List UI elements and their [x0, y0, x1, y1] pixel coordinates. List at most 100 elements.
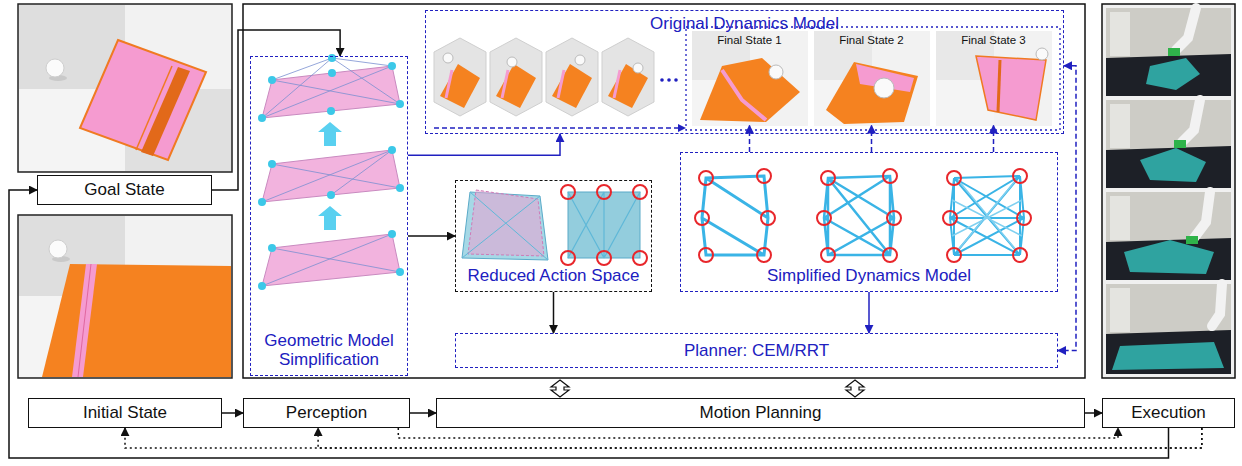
art-circle — [883, 169, 897, 183]
art-path — [1212, 284, 1222, 326]
node-label: Geometric Model Simplification — [256, 331, 402, 370]
art-circle — [633, 63, 643, 73]
art-line — [998, 60, 1000, 112]
node-label: Goal State — [84, 180, 164, 200]
art-circle — [258, 198, 266, 206]
art-rect — [1106, 192, 1231, 280]
art-polygon — [80, 40, 206, 160]
art-line — [446, 70, 452, 98]
art-circle — [699, 248, 713, 262]
connector — [1058, 66, 1076, 351]
art-polygon — [1146, 58, 1200, 90]
art-circle — [874, 78, 894, 98]
art-path — [262, 150, 400, 202]
art-path — [702, 176, 768, 255]
art-polygon — [434, 38, 486, 116]
art-circle — [49, 240, 67, 258]
connector — [871, 126, 873, 153]
art-circle — [328, 69, 336, 77]
art-polygon — [42, 264, 231, 377]
art-polygon — [552, 64, 592, 108]
art-rect — [1110, 196, 1130, 240]
art-path — [262, 58, 400, 118]
art-rect — [1106, 8, 1231, 96]
art-circle — [660, 78, 664, 82]
art-circle — [943, 211, 957, 225]
mesh-layers — [258, 54, 404, 290]
art-circle — [674, 78, 678, 82]
art-g — [561, 185, 647, 265]
art-rect — [1102, 4, 1235, 378]
art-path — [262, 234, 400, 286]
state-box: Initial State — [28, 398, 222, 428]
art-circle — [1036, 48, 1048, 60]
art-polygon — [700, 58, 800, 122]
art-rect — [1186, 236, 1198, 244]
art-rect — [686, 27, 1060, 130]
art-rect — [1110, 288, 1130, 332]
node-label: Motion Planning — [700, 403, 822, 423]
art-circle — [695, 211, 709, 225]
art-rect — [692, 31, 808, 126]
art-polygon — [1106, 146, 1231, 188]
connector — [408, 134, 560, 155]
node-label: Reduced Action Space — [467, 266, 639, 286]
art-g — [258, 54, 404, 290]
art-polygon — [1106, 238, 1231, 280]
art-circle — [821, 248, 835, 262]
art-circle — [757, 248, 771, 262]
art-circle — [597, 251, 611, 265]
art-circle — [575, 55, 585, 65]
art-rect — [18, 215, 232, 378]
art-circle — [268, 160, 276, 168]
art-circle — [561, 185, 575, 199]
action-space-figure — [462, 185, 647, 265]
art-circle — [769, 65, 783, 79]
art-circle — [667, 78, 671, 82]
art-polygon — [490, 38, 542, 116]
process-box: Execution — [1102, 398, 1235, 428]
art-rect — [1168, 48, 1180, 56]
art-polygon — [318, 206, 342, 230]
node-label: Initial State — [83, 403, 167, 423]
art-rect — [814, 31, 930, 126]
art-circle — [507, 57, 517, 67]
art-circle — [817, 211, 831, 225]
main-panel — [243, 4, 1085, 378]
art-circle — [388, 230, 396, 238]
simplification-panel: Geometric Model Simplification — [250, 56, 408, 376]
execution-photos — [1102, 4, 1235, 378]
art-circle — [821, 171, 835, 185]
art-circle — [1017, 211, 1031, 225]
art-circle — [388, 62, 396, 70]
final-state-tile: Final State 1 — [692, 31, 808, 126]
connector — [993, 126, 995, 153]
art-polygon — [826, 62, 918, 124]
art-line — [78, 264, 91, 377]
node-label: Perception — [286, 403, 367, 423]
art-path — [1176, 8, 1196, 50]
art-rect — [936, 31, 1052, 126]
art-circle — [327, 191, 335, 199]
art-path — [568, 192, 640, 258]
art-circle — [597, 185, 611, 199]
art-path — [952, 180, 1022, 250]
node-label: Planner: CEM/RRT — [684, 341, 829, 361]
node-label: Execution — [1131, 403, 1206, 423]
art-circle — [258, 282, 266, 290]
art-line — [558, 70, 564, 98]
art-circle — [396, 184, 404, 192]
final-state-tile: Final State 3 — [936, 31, 1052, 126]
connector — [553, 292, 555, 333]
art-polygon — [602, 38, 654, 116]
simplified-graphs — [695, 169, 1031, 262]
connector — [318, 428, 1202, 448]
art-path — [1194, 192, 1210, 238]
art-rect — [1106, 100, 1231, 188]
art-polygon — [1140, 148, 1206, 182]
art-polygon — [678, 124, 686, 132]
art-circle — [887, 211, 901, 225]
art-circle — [396, 100, 404, 108]
art-circle — [46, 59, 64, 77]
